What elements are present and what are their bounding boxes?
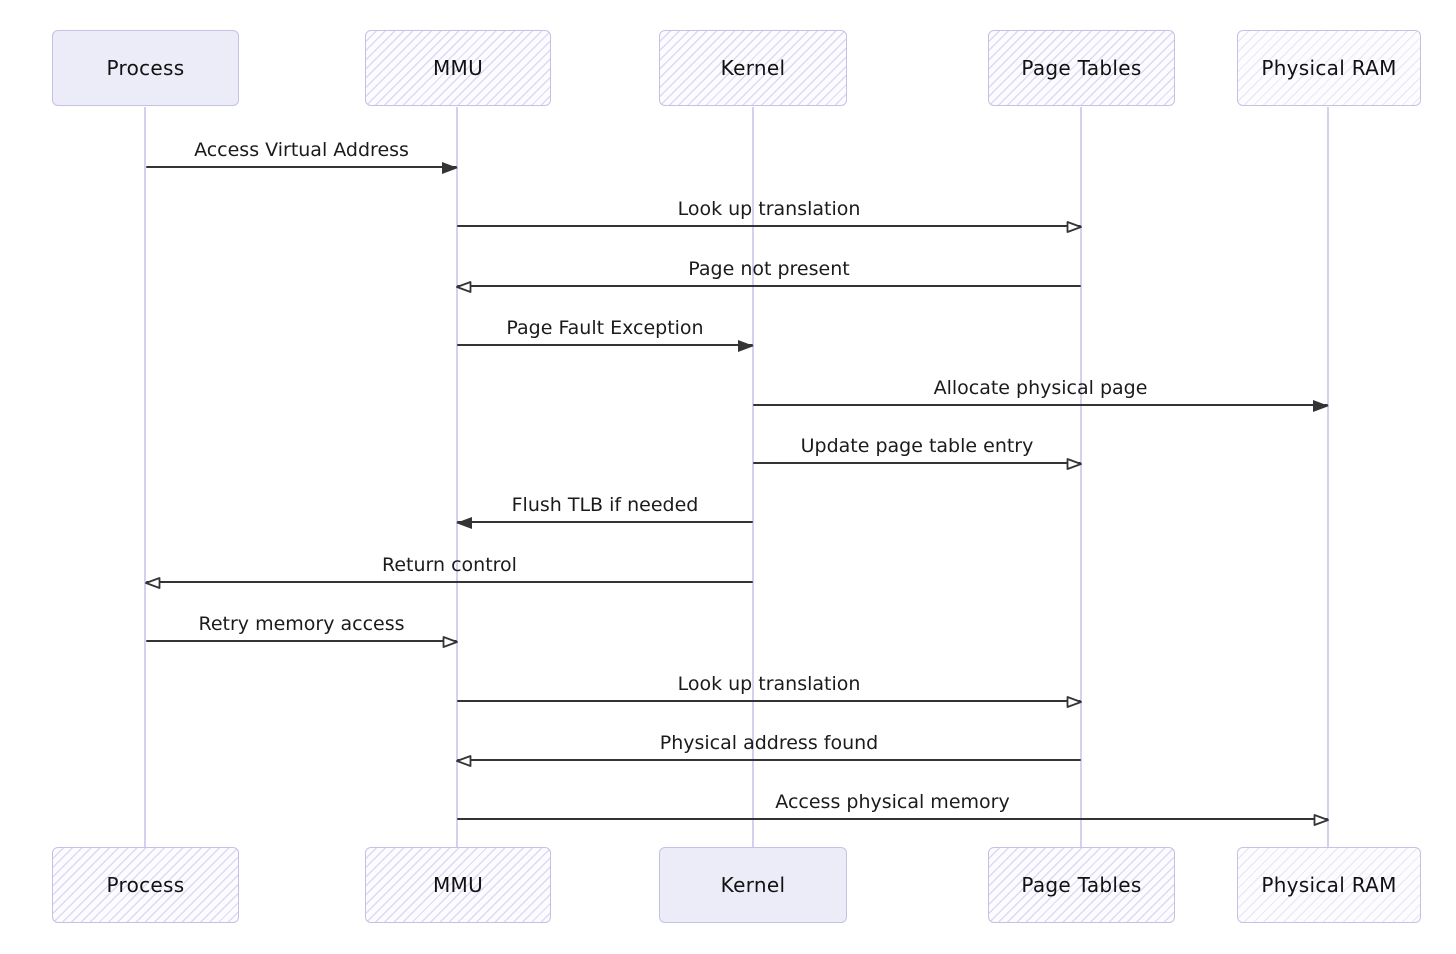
message-label: Page not present [688,258,850,280]
message-arrow-line [456,280,1081,293]
message-arrow-line [146,635,458,648]
message-label: Look up translation [677,198,861,220]
lifeline-kernel [752,107,754,847]
message-arrow-line [456,516,753,529]
message-arrow-line [753,457,1082,470]
arrowhead-open-right-icon [441,635,459,649]
actor-box-kernel-top: Kernel [659,30,847,106]
message-label: Physical address found [659,732,879,754]
message-arrow-line [457,339,754,352]
lifeline-physical-ram [1327,107,1329,847]
lifeline-process [144,107,146,847]
message-return-control: Return control [145,552,753,589]
arrowhead-filled-right-icon [737,339,755,353]
message-flush-tlb-if-needed: Flush TLB if needed [456,492,753,529]
message-label: Flush TLB if needed [511,494,699,516]
lifeline-page-tables [1080,107,1082,847]
message-label: Look up translation [677,673,861,695]
arrowhead-open-left-icon [144,576,162,590]
actor-box-physical-ram-bottom: Physical RAM [1237,847,1421,923]
message-arrow-line [146,161,458,174]
actor-box-process-bottom: Process [52,847,239,923]
message-label: Update page table entry [800,435,1034,457]
actor-box-page-tables-top: Page Tables [988,30,1175,106]
message-access-virtual-address: Access Virtual Address [146,137,458,174]
actor-box-physical-ram-top: Physical RAM [1237,30,1421,106]
message-arrow-line [457,695,1082,708]
message-label: Page Fault Exception [506,317,704,339]
arrowhead-filled-right-icon [1312,399,1330,413]
message-arrow-line [145,576,753,589]
actor-label: Physical RAM [1261,56,1397,80]
message-label: Access physical memory [775,791,1010,813]
message-arrow-line [456,754,1081,767]
arrowhead-filled-left-icon [455,516,473,530]
actor-box-kernel-bottom: Kernel [659,847,847,923]
arrowhead-open-right-icon [1065,220,1083,234]
actor-box-process-top: Process [52,30,239,106]
arrowhead-open-right-icon [1312,813,1330,827]
message-retry-memory-access: Retry memory access [146,611,458,648]
actor-box-mmu-bottom: MMU [365,847,551,923]
message-look-up-translation-1: Look up translation [457,196,1082,233]
actor-label: Process [106,56,185,80]
arrowhead-open-left-icon [455,754,473,768]
message-physical-address-found: Physical address found [456,730,1081,767]
message-page-not-present: Page not present [456,256,1081,293]
lifeline-mmu [456,107,458,847]
arrowhead-open-right-icon [1065,695,1083,709]
message-arrow-line [753,399,1329,412]
message-look-up-translation-2: Look up translation [457,671,1082,708]
message-label: Access Virtual Address [194,139,409,161]
message-label: Retry memory access [198,613,405,635]
message-label: Return control [382,554,517,576]
actor-label: Page Tables [1021,56,1142,80]
arrowhead-open-right-icon [1065,457,1083,471]
arrowhead-filled-right-icon [441,161,459,175]
actor-label: MMU [432,56,484,80]
message-label: Allocate physical page [933,377,1148,399]
message-allocate-physical-page: Allocate physical page [753,375,1329,412]
actor-box-mmu-top: MMU [365,30,551,106]
actor-label: Kernel [720,56,786,80]
message-update-page-table-entry: Update page table entry [753,433,1082,470]
arrowhead-open-left-icon [455,280,473,294]
actor-label: Kernel [720,873,786,897]
message-page-fault-exception: Page Fault Exception [457,315,754,352]
message-arrow-line [457,220,1082,233]
message-access-physical-memory: Access physical memory [457,789,1329,826]
actor-label: Process [106,873,185,897]
actor-label: Physical RAM [1261,873,1397,897]
actor-box-page-tables-bottom: Page Tables [988,847,1175,923]
actor-label: Page Tables [1021,873,1142,897]
message-arrow-line [457,813,1329,826]
actor-label: MMU [432,873,484,897]
